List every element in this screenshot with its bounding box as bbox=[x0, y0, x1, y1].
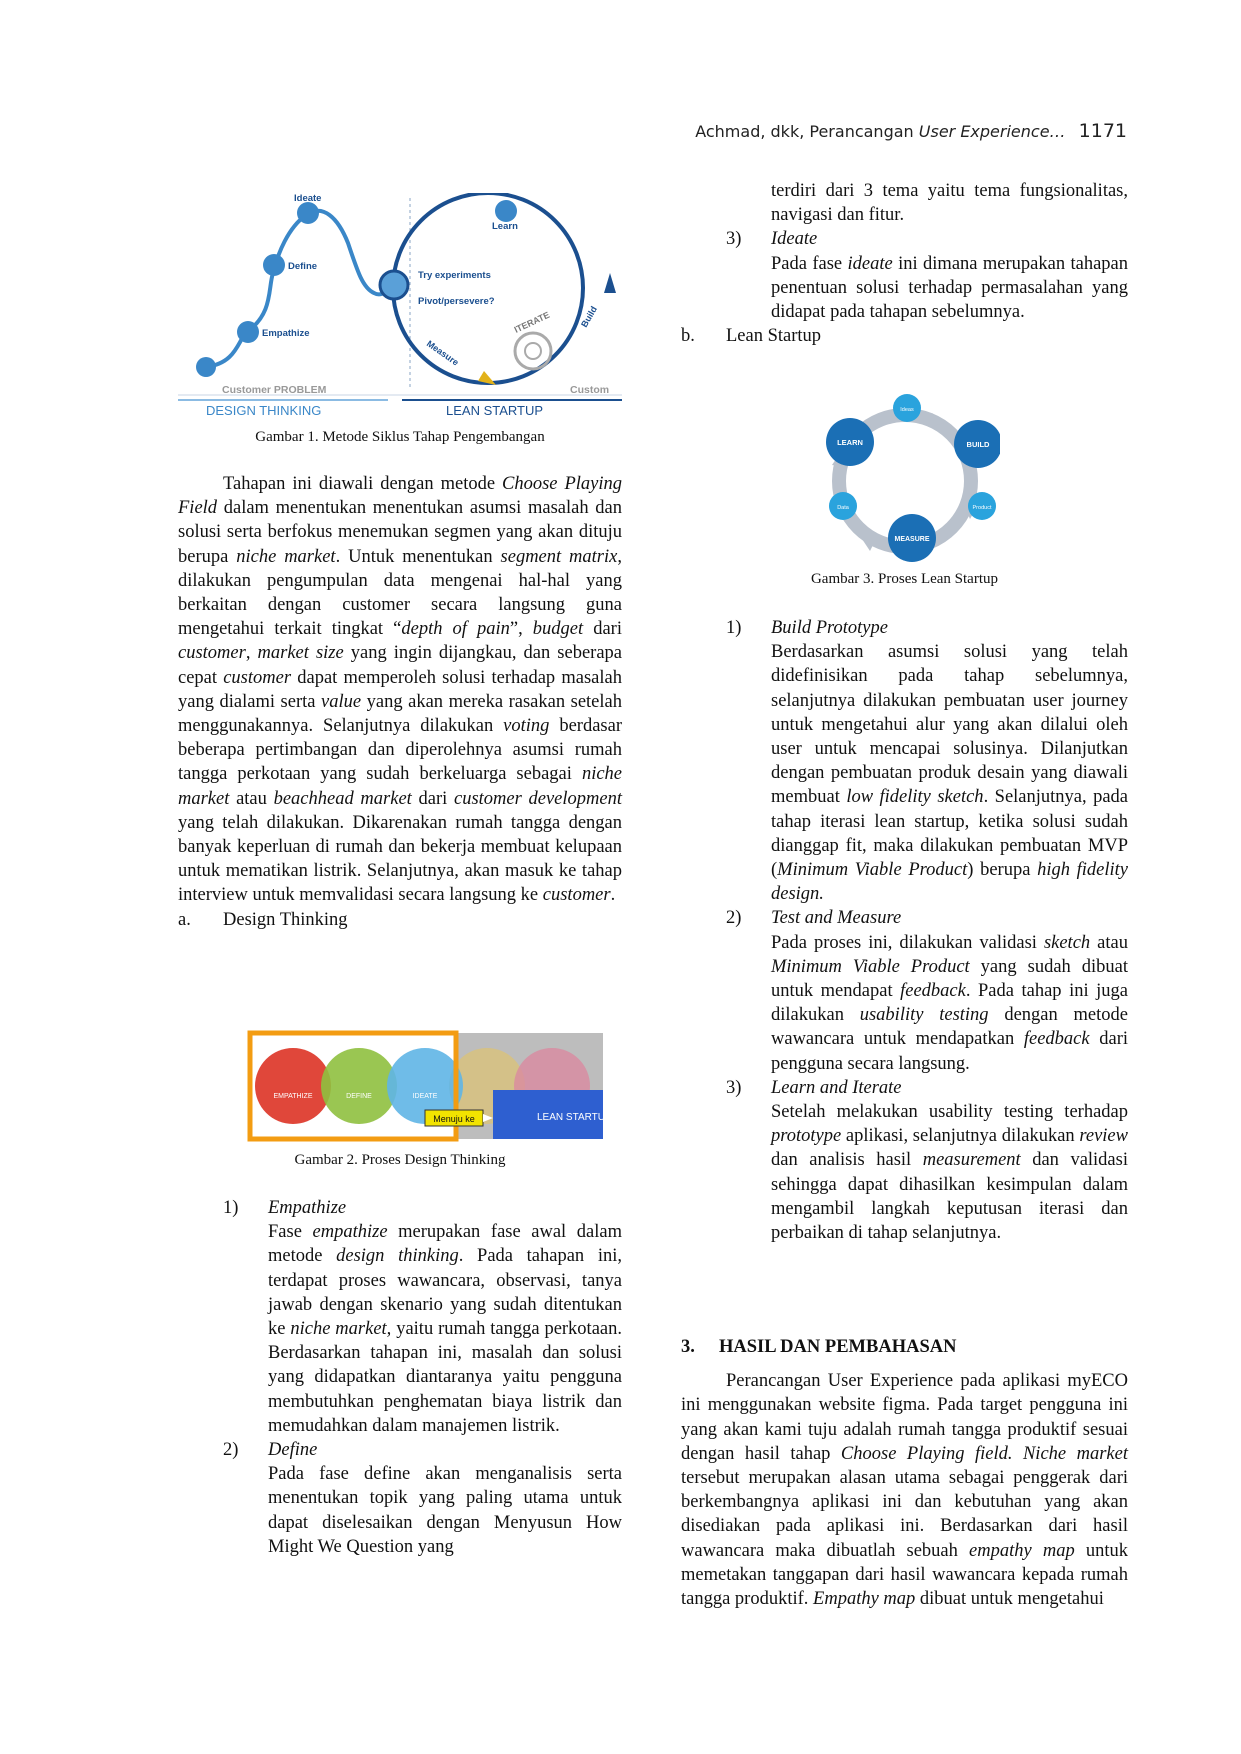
experiment-icon bbox=[378, 269, 410, 301]
fig3-label-data: Data bbox=[837, 505, 850, 511]
fig1-label-try: Try experiments bbox=[418, 270, 491, 281]
ideas-node bbox=[893, 394, 921, 422]
results-section: 3.HASIL DAN PEMBAHASAN Perancangan User … bbox=[681, 1335, 1128, 1611]
design-thinking-curve bbox=[205, 208, 396, 369]
fig2-caption: Gambar 2. Proses Design Thinking bbox=[294, 1152, 506, 1168]
list-item-build-prototype: 1)Build Prototype bbox=[726, 618, 888, 638]
fig3-label-ideas: Ideas bbox=[900, 407, 914, 413]
fig1-label-lean-startup: LEAN STARTUP bbox=[446, 403, 543, 418]
ideate-icon bbox=[297, 202, 319, 224]
iterate-icon bbox=[513, 331, 553, 371]
learn-node bbox=[826, 418, 874, 466]
list-item-ideate: 3)Ideate bbox=[726, 229, 818, 250]
left-column-bottom: 1)Empathize Fase empathize merupakan fas… bbox=[178, 1196, 622, 1559]
learn-icon bbox=[495, 200, 517, 222]
running-head: Achmad, dkk, Perancangan User Experience… bbox=[695, 120, 1127, 142]
list-item-test-measure: 2)Test and Measure bbox=[726, 908, 902, 929]
list-item-empathize: 1)Empathize bbox=[223, 1198, 347, 1218]
fig1-label-learn: Learn bbox=[492, 221, 518, 232]
fig1-label-empathize: Empathize bbox=[262, 328, 310, 339]
data-node bbox=[829, 492, 857, 520]
fig2-label-menuju: Menuju ke bbox=[433, 1114, 475, 1124]
fig3-caption: Gambar 3. Proses Lean Startup bbox=[810, 571, 999, 587]
fig1-label-customer2: Custom bbox=[570, 384, 609, 396]
fig3-label-build: BUILD bbox=[967, 440, 990, 449]
empathize-icon bbox=[237, 321, 259, 343]
fig1-label-customer-problem: Customer PROBLEM bbox=[222, 384, 327, 396]
design-thinking-frame bbox=[247, 1030, 459, 1142]
ideate-circle bbox=[387, 1048, 463, 1124]
section-heading: 3.HASIL DAN PEMBAHASAN bbox=[681, 1337, 957, 1357]
build-prototype-paragraph: Berdasarkan asumsi solusi yang telah did… bbox=[771, 642, 1129, 905]
right-column-bottom: 1)Build Prototype Berdasarkan asumsi sol… bbox=[681, 616, 1128, 1245]
fig1-caption: Gambar 1. Metode Siklus Tahap Pengembang… bbox=[255, 429, 545, 445]
fig3-diagram: Ideas BUILD Product MEASURE Data LEARN bbox=[826, 394, 1002, 562]
ideate-paragraph: Pada fase ideate ini dimana merupakan ta… bbox=[771, 253, 1128, 323]
define-continued: terdiri dari 3 tema yaitu tema fungsiona… bbox=[771, 181, 1128, 226]
page-number: 1171 bbox=[1078, 120, 1127, 142]
fig2-diagram: EMPATHIZE DEFINE IDEATE Menuju ke LEAN S… bbox=[247, 1030, 612, 1142]
fig3-label-measure: MEASURE bbox=[894, 536, 929, 543]
product-node bbox=[968, 492, 996, 520]
measure-node bbox=[888, 514, 936, 562]
figure-3: Ideas BUILD Product MEASURE Data LEARN bbox=[810, 393, 1002, 563]
left-column-top: Tahapan ini diawali dengan metode Choose… bbox=[178, 472, 622, 932]
define-paragraph: Pada fase define akan menganalisis serta… bbox=[268, 1464, 622, 1557]
fig1-label-design-thinking: DESIGN THINKING bbox=[206, 403, 321, 418]
fig3-label-learn: LEARN bbox=[837, 438, 863, 447]
list-item-a: a.Design Thinking bbox=[178, 909, 348, 930]
lean-box bbox=[493, 1090, 603, 1139]
figure-1: Ideate Define Empathize Learn Try experi… bbox=[178, 191, 622, 423]
empathize-paragraph: Fase empathize merupakan fase awal dalam… bbox=[268, 1222, 623, 1436]
fig2-label-empathize: EMPATHIZE bbox=[273, 1093, 312, 1100]
fig2-label-ideate: IDEATE bbox=[413, 1093, 438, 1100]
fig1-diagram: Ideate Define Empathize Learn Try experi… bbox=[178, 191, 622, 418]
fig2-label-define: DEFINE bbox=[346, 1093, 372, 1100]
start-icon bbox=[196, 357, 216, 377]
define-icon bbox=[263, 254, 285, 276]
learn-iterate-paragraph: Setelah melakukan usability testing terh… bbox=[771, 1102, 1128, 1244]
right-column-top: terdiri dari 3 tema yaitu tema fungsiona… bbox=[681, 179, 1128, 348]
empathize-circle bbox=[255, 1048, 331, 1124]
intro-paragraph: Tahapan ini diawali dengan metode Choose… bbox=[178, 474, 623, 906]
fig1-label-pivot: Pivot/persevere? bbox=[418, 296, 495, 307]
figure-2: EMPATHIZE DEFINE IDEATE Menuju ke LEAN S… bbox=[247, 1030, 612, 1142]
fig3-label-product: Product bbox=[973, 505, 992, 511]
build-node bbox=[954, 420, 1002, 468]
running-title: Achmad, dkk, Perancangan bbox=[695, 122, 919, 141]
list-item-b: b.Lean Startup bbox=[681, 326, 822, 347]
fig2-label-lean: LEAN STARTUP bbox=[537, 1112, 605, 1123]
fig1-label-iterate: ITERATE bbox=[513, 310, 552, 335]
list-item-define: 2)Define bbox=[223, 1440, 318, 1461]
fig1-label-ideate: Ideate bbox=[294, 193, 321, 204]
lean-loop bbox=[391, 191, 585, 385]
list-item-learn-iterate: 3)Learn and Iterate bbox=[726, 1077, 902, 1098]
running-title-italic: User Experience… bbox=[918, 122, 1066, 141]
test-measure-paragraph: Pada proses ini, dilakukan validasi sket… bbox=[771, 932, 1129, 1074]
fig1-label-define: Define bbox=[288, 261, 317, 272]
results-paragraph: Perancangan User Experience pada aplikas… bbox=[681, 1371, 1128, 1610]
define-circle bbox=[321, 1048, 397, 1124]
